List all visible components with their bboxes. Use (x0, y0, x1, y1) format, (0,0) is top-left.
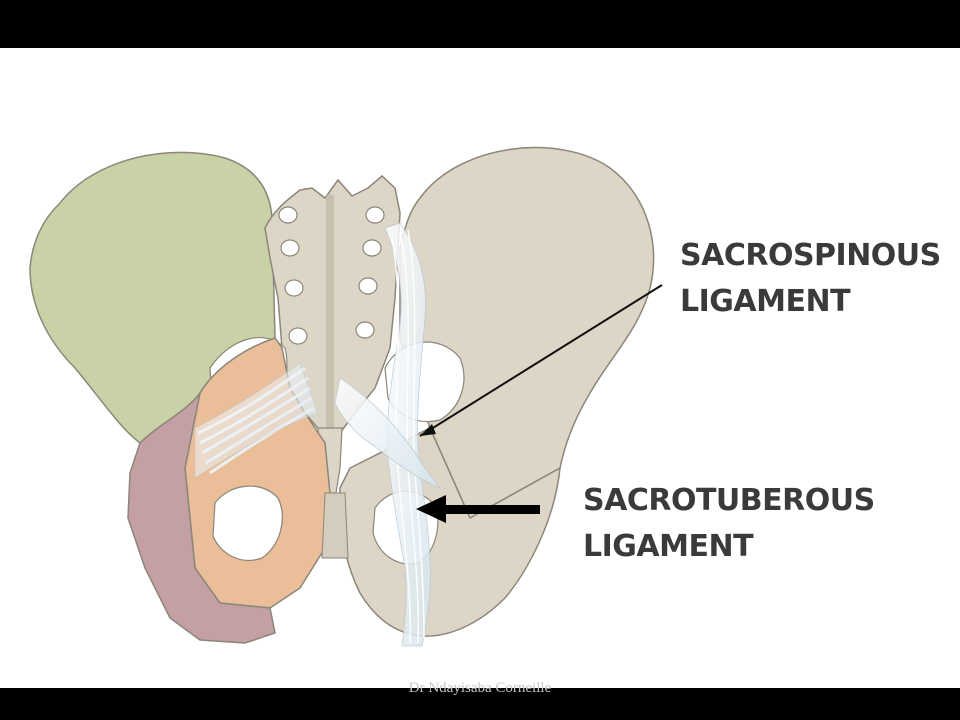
sacrospinous-label-line1: SACROSPINOUS (680, 238, 941, 273)
sacrospinous-label-line2: LIGAMENT (680, 284, 851, 319)
sacrospinous-ligament-label: SACROSPINOUS LIGAMENT (680, 233, 941, 325)
sacrotuberous-label-line2: LIGAMENT (583, 529, 754, 564)
pelvis-illustration (29, 146, 663, 647)
diagram-canvas: SACROSPINOUS LIGAMENT SACROTUBEROUS LIGA… (0, 48, 960, 688)
right-sacrospinous-ligament (334, 377, 442, 489)
sacrospinous-pointer-line (419, 284, 663, 437)
sacrotuberous-label-line1: SACROTUBEROUS (583, 483, 875, 518)
left-sacrospinous-ligament-band (194, 362, 319, 479)
left-obturator-foramen (212, 485, 283, 562)
sacral-foramina (278, 206, 385, 345)
left-ischium (127, 392, 276, 644)
footer-credit: Dr Ndayisaba Corneille (408, 680, 552, 696)
sacrotuberous-arrow-shaft (442, 505, 540, 514)
sacrospinous-pointer-arrowhead (420, 424, 436, 436)
sacrotuberous-ligament-label: SACROTUBEROUS LIGAMENT (583, 478, 875, 570)
sacrotuberous-arrow-head (416, 495, 446, 523)
pubic-symphysis (321, 492, 349, 559)
